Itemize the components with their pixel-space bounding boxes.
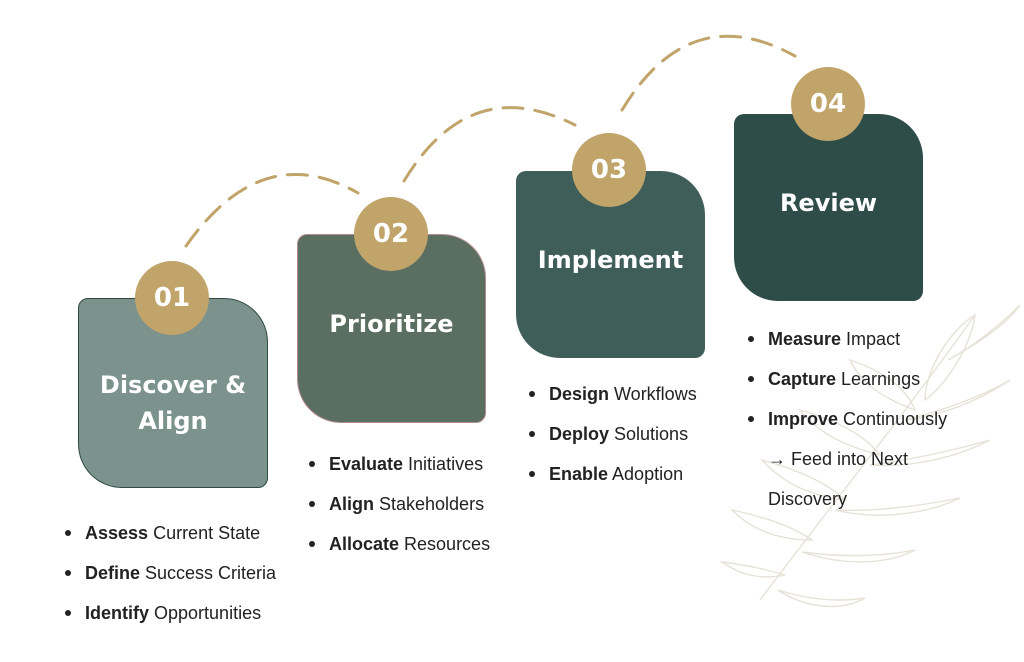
list-item: Measure Impact: [746, 319, 947, 359]
list-item: Enable Adoption: [527, 454, 697, 494]
step-title: Prioritize: [329, 309, 454, 338]
list-item: Define Success Criteria: [63, 553, 276, 593]
list-item: Improve Continuously: [746, 399, 947, 439]
step-title-line1: Discover &: [99, 371, 247, 399]
list-item: Identify Opportunities: [63, 593, 276, 633]
step-number-badge: 03: [572, 133, 646, 207]
step-number-badge: 04: [791, 67, 865, 141]
list-item-continuation: → Feed into Next: [768, 449, 909, 469]
step-title: Review: [779, 188, 878, 217]
list-item: Deploy Solutions: [527, 414, 697, 454]
step-bullet-list: Assess Current State Define Success Crit…: [63, 513, 276, 633]
step-card-review: Review: [734, 114, 923, 301]
step-title: Discover & Align: [100, 367, 246, 439]
list-item: Assess Current State: [63, 513, 276, 553]
leaf-decoration-icon: [719, 304, 1021, 608]
list-item: Design Workflows: [527, 374, 697, 414]
step-bullet-list: Measure Impact Capture Learnings Improve…: [746, 319, 947, 519]
step-bullet-list: Evaluate Initiatives Align Stakeholders …: [307, 444, 490, 564]
step-card-implement: Implement: [516, 171, 705, 358]
dashed-arc-connector-icon: [184, 34, 797, 248]
step-title-line2: Align: [138, 407, 208, 435]
list-item-continuation: Discovery: [768, 489, 848, 509]
list-item: Evaluate Initiatives: [307, 444, 490, 484]
step-title: Implement: [537, 245, 684, 274]
step-bullet-list: Design Workflows Deploy Solutions Enable…: [527, 374, 697, 494]
list-item: Align Stakeholders: [307, 484, 490, 524]
list-item: Capture Learnings: [746, 359, 947, 399]
step-number-badge: 01: [135, 261, 209, 335]
step-number-badge: 02: [354, 197, 428, 271]
list-item: Allocate Resources: [307, 524, 490, 564]
